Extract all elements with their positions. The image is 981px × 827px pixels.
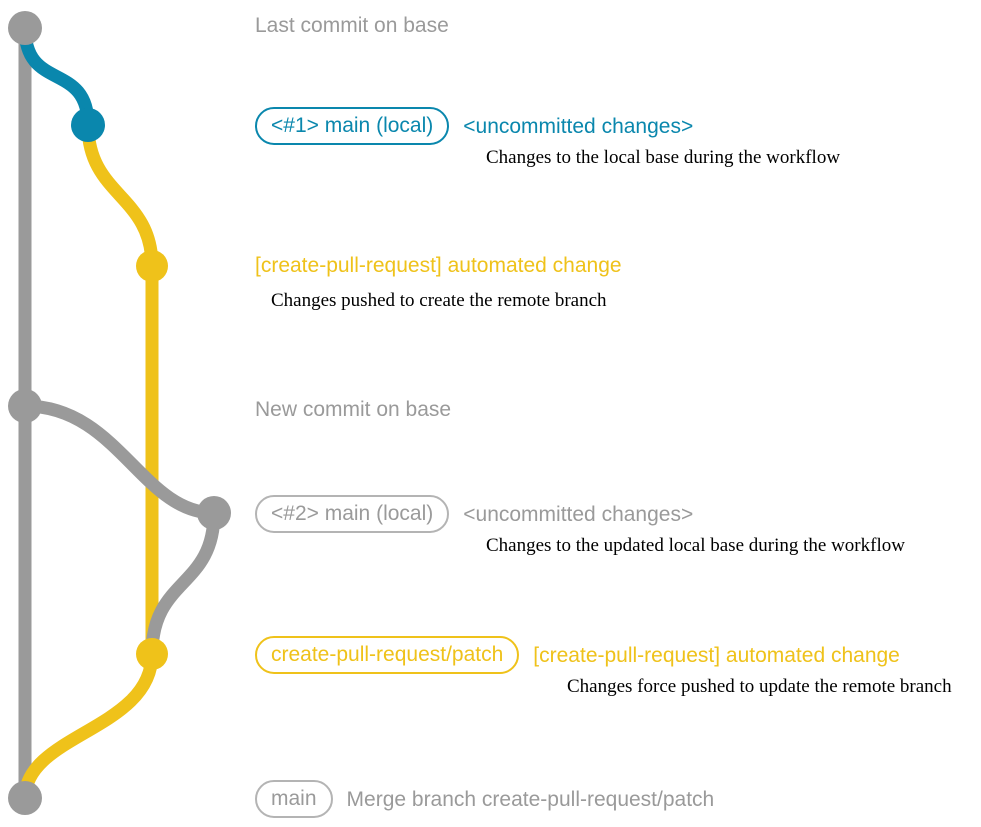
commit-row-local-commit-1: <#1> main (local) <uncommitted changes>	[255, 107, 693, 145]
edge-local-1-to-remote-1	[81, 118, 159, 273]
commit-subject: <uncommitted changes>	[463, 502, 694, 526]
commit-subject: [create-pull-request] automated change	[255, 254, 622, 277]
graph-edges	[18, 21, 221, 805]
node-remote-2[interactable]	[136, 638, 168, 670]
node-merge[interactable]	[8, 781, 42, 815]
ref-badge-main-local-2[interactable]: <#2> main (local)	[255, 495, 450, 533]
commit-note-remote-commit-1: Changes pushed to create the remote bran…	[271, 290, 607, 311]
node-local-1[interactable]	[71, 108, 105, 142]
graph-nodes	[8, 11, 231, 815]
commit-row-local-commit-2: <#2> main (local) <uncommitted changes>	[255, 495, 693, 533]
commit-row-merge-commit: main Merge branch create-pull-request/pa…	[255, 780, 714, 818]
commit-subject: <uncommitted changes>	[463, 114, 694, 138]
edge-base-new-to-local-2	[18, 399, 221, 520]
node-base-head[interactable]	[8, 11, 42, 45]
commit-note-remote-commit-2: Changes force pushed to update the remot…	[567, 676, 952, 697]
commit-row-remote-commit-2: create-pull-request/patch [create-pull-r…	[255, 636, 900, 674]
commit-subject: Last commit on base	[255, 14, 449, 37]
ref-badge-main[interactable]: main	[255, 780, 333, 818]
commit-row-remote-commit-1: [create-pull-request] automated change	[255, 255, 622, 276]
edge-branch-to-local-1	[18, 21, 95, 132]
ref-badge-create-pull-request-patch[interactable]: create-pull-request/patch	[255, 636, 520, 674]
commit-row-last-commit-on-base: Last commit on base	[255, 15, 449, 36]
node-remote-1[interactable]	[136, 250, 168, 282]
commit-row-new-commit-on-base: New commit on base	[255, 399, 451, 420]
ref-badge-main-local-1[interactable]: <#1> main (local)	[255, 107, 450, 145]
commit-note-local-commit-1: Changes to the local base during the wor…	[486, 147, 841, 168]
commit-note-local-commit-2: Changes to the updated local base during…	[486, 535, 905, 556]
commit-subject: [create-pull-request] automated change	[533, 643, 900, 667]
node-local-2[interactable]	[197, 496, 231, 530]
node-base-new[interactable]	[8, 389, 42, 423]
edge-local-2-to-remote-2	[145, 506, 221, 661]
edge-remote-2-to-merge	[18, 647, 159, 805]
commit-subject: New commit on base	[255, 398, 452, 421]
commit-subject: Merge branch create-pull-request/patch	[346, 787, 715, 811]
